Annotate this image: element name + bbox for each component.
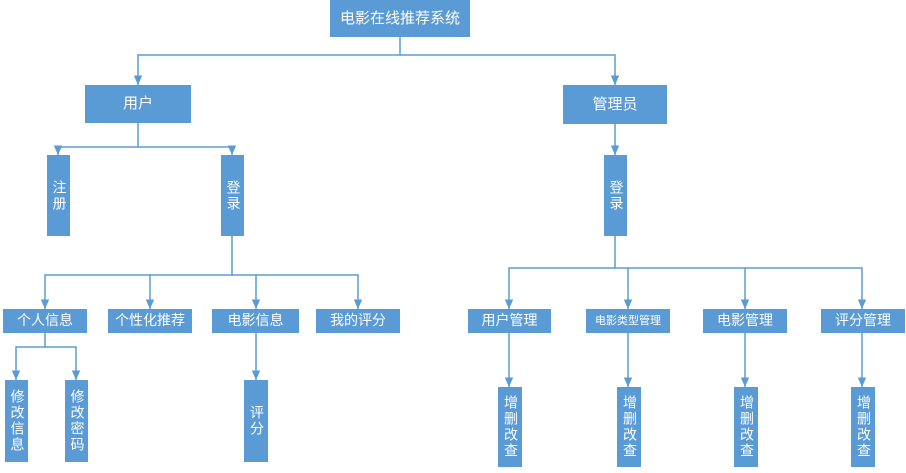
user-node: 用户 (85, 85, 191, 123)
admin-node: 管理员 (563, 85, 667, 124)
edge-user-register (53, 123, 139, 155)
crud-rating-label: 增删改查 (855, 395, 871, 459)
edge-personal-password (45, 346, 81, 380)
admin-user-management: 用户管理 (468, 309, 551, 333)
crud-rating-node: 增删改查 (851, 387, 875, 467)
feature-movie-info-label: 电影信息 (227, 312, 284, 329)
admin-rating-management: 评分管理 (821, 309, 905, 333)
edit-info-label: 修改信息 (8, 389, 25, 453)
feature-recommendation: 个性化推荐 (108, 309, 192, 333)
edge-adminlogin-features (504, 236, 616, 309)
feature-recommendation-label: 个性化推荐 (115, 312, 185, 329)
feature-personal-info-label: 个人信息 (17, 312, 73, 329)
crud-movie-node: 增删改查 (734, 387, 758, 467)
crud-movie-label: 增删改查 (738, 395, 754, 459)
feature-my-ratings-label: 我的评分 (330, 312, 386, 329)
edge-root-admin (400, 54, 620, 85)
crud-user-label: 增删改查 (502, 395, 518, 459)
admin-movie-management-label: 电影管理 (717, 312, 773, 329)
edit-info-node: 修改信息 (5, 380, 28, 462)
admin-login-label: 登录 (607, 179, 624, 212)
edge-login-ratings (232, 274, 363, 309)
admin-movie-management: 电影管理 (703, 309, 787, 333)
edge-adminlogin-rating (745, 267, 867, 309)
rate-node: 评分 (244, 380, 268, 462)
admin-label: 管理员 (592, 94, 638, 113)
edge-login-features (40, 236, 233, 309)
rate-label: 评分 (248, 405, 264, 437)
user-login-label: 登录 (224, 179, 241, 212)
crud-type-label: 增删改查 (621, 395, 637, 459)
edge-user-login (138, 145, 237, 155)
edge-root-split (133, 37, 401, 85)
root-node: 电影在线推荐系统 (330, 0, 470, 37)
admin-rating-management-label: 评分管理 (835, 312, 891, 329)
user-login-node: 登录 (221, 155, 244, 236)
crud-user-node: 增删改查 (498, 387, 522, 467)
feature-my-ratings: 我的评分 (316, 309, 400, 333)
register-node: 注册 (47, 155, 70, 236)
user-label: 用户 (122, 94, 153, 113)
admin-movie-type-management: 电影类型管理 (586, 309, 670, 333)
edge-adminlogin-type (615, 267, 633, 309)
crud-type-node: 增删改查 (617, 387, 641, 467)
register-label: 注册 (50, 179, 67, 212)
admin-login-node: 登录 (604, 155, 627, 236)
root-label: 电影在线推荐系统 (339, 8, 460, 27)
admin-movie-type-management-label: 电影类型管理 (595, 313, 661, 327)
edge-adminlogin-movie (628, 267, 750, 309)
edge-personal-children (11, 333, 46, 380)
feature-personal-info: 个人信息 (3, 309, 87, 333)
feature-movie-info: 电影信息 (212, 309, 299, 333)
change-password-node: 修改密码 (65, 380, 88, 462)
admin-user-management-label: 用户管理 (481, 312, 538, 329)
change-password-label: 修改密码 (68, 389, 85, 453)
